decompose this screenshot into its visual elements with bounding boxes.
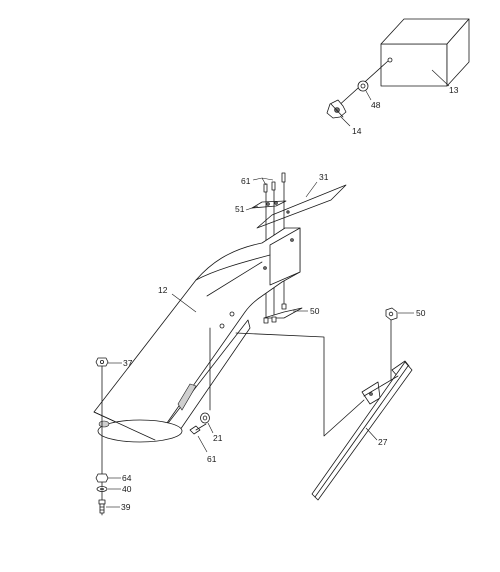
leader-48 (365, 90, 372, 101)
assembly-guide-line (235, 332, 365, 437)
leader-13 (431, 69, 450, 87)
callout-61-lower: 61 (207, 454, 217, 464)
part-27-support-rod (311, 319, 413, 501)
callout-37: 37 (123, 358, 133, 368)
callout-13: 13 (449, 85, 459, 95)
leader-31 (305, 181, 318, 198)
part-64-nut (95, 473, 109, 483)
part-51-bracket (251, 200, 287, 209)
part-50-lower-bracket (263, 303, 303, 324)
part-40-washer (96, 486, 108, 492)
callout-21: 21 (213, 433, 223, 443)
callout-50-left: 50 (310, 306, 320, 316)
part-61-screws-upper (263, 172, 286, 193)
callout-61-upper: 61 (241, 176, 251, 186)
callout-50-right: 50 (416, 308, 426, 318)
part-39-bolt (98, 499, 106, 514)
leader-14 (340, 116, 351, 127)
callout-14: 14 (352, 126, 362, 136)
callout-40: 40 (122, 484, 132, 494)
part-12-chute (93, 227, 301, 443)
leader-27 (365, 427, 378, 441)
part-31-deflector-plate (256, 184, 347, 229)
callout-12: 12 (158, 285, 168, 295)
callout-64: 64 (122, 473, 132, 483)
part-21-washer (200, 412, 210, 424)
callout-39: 39 (121, 502, 131, 512)
part-50-nut-right (385, 307, 398, 321)
part-37-nut (95, 357, 109, 367)
part-48-washer (357, 80, 369, 92)
leader-51 (245, 205, 259, 211)
part-61-screw-lower (189, 327, 211, 435)
callout-51: 51 (235, 204, 245, 214)
part-13-housing (380, 18, 470, 87)
callout-31: 31 (319, 172, 329, 182)
callout-27: 27 (378, 437, 388, 447)
part-14-impeller (326, 99, 347, 119)
leader-61-upper (252, 177, 274, 186)
leader-61-lower (197, 435, 208, 453)
leader-12 (171, 293, 197, 313)
leader-21 (207, 422, 214, 434)
callout-48: 48 (371, 100, 381, 110)
